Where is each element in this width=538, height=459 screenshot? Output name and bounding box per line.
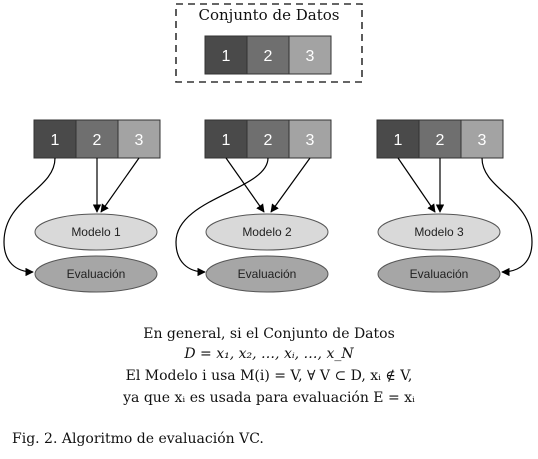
math-line-3: El Modelo i usa M(i) = V, ∀ V ⊂ D, xᵢ ∉ … xyxy=(125,368,413,384)
dataset-block-1-label: 1 xyxy=(222,48,231,65)
fold-2-arrow-block3-model xyxy=(270,157,311,213)
fold-3-eval-label: Evaluación xyxy=(410,267,469,281)
fold-3-block-2 xyxy=(418,119,462,159)
fold-3: 1 2 3 Modelo 3 Evaluación xyxy=(376,119,533,293)
dataset-block-1 xyxy=(204,35,248,75)
math-line-1: En general, si el Conjunto de Datos xyxy=(143,326,395,342)
fold-1-block-3 xyxy=(117,119,161,159)
fold-3-block-1-label: 1 xyxy=(394,132,403,149)
figure-caption: Fig. 2. Algoritmo de evaluación VC. xyxy=(12,431,264,447)
math-line-2: D = x₁, x₂, …, xᵢ, …, x_N xyxy=(184,346,354,362)
fold-3-block-3 xyxy=(460,119,504,159)
fold-3-arrow-block3-eval xyxy=(481,157,533,277)
math-line-4: ya que xᵢ es usada para evaluación E = x… xyxy=(123,390,415,406)
fold-2-block-1-label: 1 xyxy=(222,132,231,149)
fold-1-model-label: Modelo 1 xyxy=(71,225,121,239)
fold-2-eval-label: Evaluación xyxy=(238,267,297,281)
fold-2-eval-ellipse xyxy=(205,255,329,293)
fold-2-block-2-label: 2 xyxy=(264,132,273,149)
fold-2-model-ellipse xyxy=(205,213,329,251)
fold-2-model-label: Modelo 2 xyxy=(242,225,292,239)
fold-3-eval-ellipse xyxy=(377,255,501,293)
fold-3-arrow-block1-model xyxy=(397,157,436,213)
fold-1-block-2-label: 2 xyxy=(93,132,102,149)
dataset-blocks: 1 2 3 xyxy=(204,35,332,75)
dataset-block-3 xyxy=(288,35,332,75)
fold-1-arrow-block1-eval xyxy=(3,157,56,277)
fold-2: 1 2 3 Modelo 2 Evaluación xyxy=(175,119,332,293)
dataset-block-3-label: 3 xyxy=(306,48,315,65)
fold-1-block-3-label: 3 xyxy=(135,132,144,149)
dataset-block-2 xyxy=(246,35,290,75)
fold-3-block-3-label: 3 xyxy=(478,132,487,149)
fold-1-arrow-block3-model xyxy=(100,157,140,213)
fold-3-model-label: Modelo 3 xyxy=(414,225,464,239)
fold-3-block-2-label: 2 xyxy=(436,132,445,149)
fold-3-block-1 xyxy=(376,119,420,159)
fold-1: 1 2 3 Modelo 1 Evaluación xyxy=(3,119,161,293)
dataset-title: Conjunto de Datos xyxy=(198,6,340,24)
fold-2-arrow-block1-model xyxy=(225,157,265,213)
fold-1-block-1-label: 1 xyxy=(51,132,60,149)
fold-3-model-ellipse xyxy=(377,213,501,251)
fold-2-arrow-block2-eval xyxy=(175,157,269,277)
fold-1-eval-label: Evaluación xyxy=(67,267,126,281)
fold-2-block-3-label: 3 xyxy=(306,132,315,149)
dataset-block-2-label: 2 xyxy=(264,48,273,65)
fold-1-model-ellipse xyxy=(34,213,158,251)
fold-1-eval-ellipse xyxy=(34,255,158,293)
